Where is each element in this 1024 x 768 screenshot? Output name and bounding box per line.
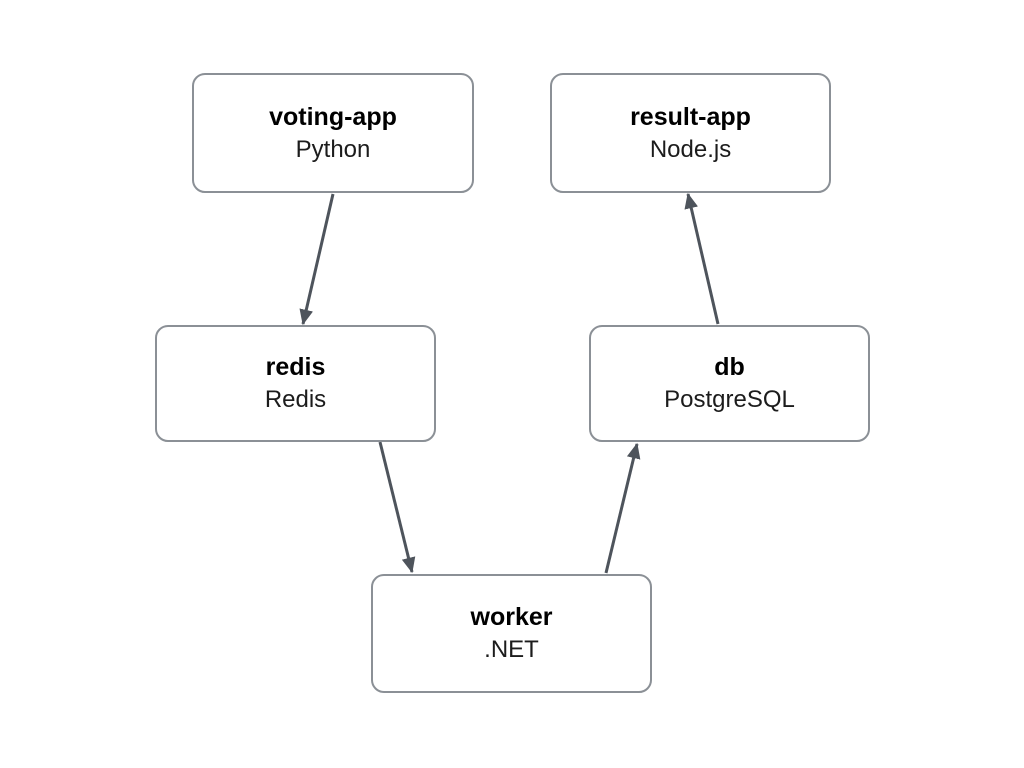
node-worker-subtitle: .NET [484,636,539,664]
edge-worker-db [604,442,641,574]
node-result-app: result-app Node.js [550,73,831,193]
edge-db-result-app [684,192,720,325]
node-voting-app: voting-app Python [192,73,474,193]
node-db-title: db [714,353,745,382]
node-voting-app-title: voting-app [269,102,397,131]
node-result-app-title: result-app [630,102,751,131]
node-worker: worker .NET [371,574,652,693]
node-voting-app-subtitle: Python [295,135,371,163]
node-db: db PostgreSQL [589,325,870,442]
edge-voting-app-redis [299,193,335,326]
edge-redis-worker [378,441,416,574]
node-worker-title: worker [470,603,553,632]
node-redis-title: redis [265,353,326,382]
node-redis: redis Redis [155,325,436,442]
node-db-subtitle: PostgreSQL [664,386,795,414]
node-result-app-subtitle: Node.js [649,135,732,163]
node-redis-subtitle: Redis [264,386,327,414]
